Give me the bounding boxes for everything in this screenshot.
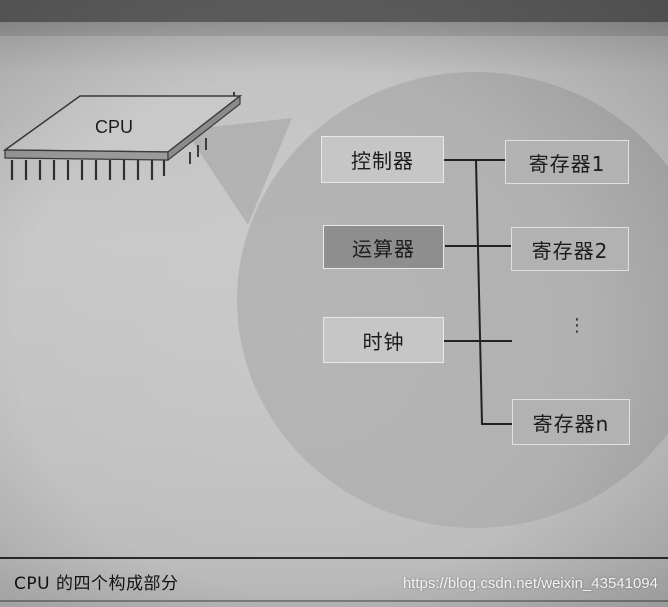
register-2-box: 寄存器2 xyxy=(511,227,629,271)
page-top-shadow xyxy=(0,22,668,36)
cpu-label: CPU xyxy=(95,117,134,137)
callout-wedge xyxy=(185,118,292,225)
main-bus xyxy=(444,159,512,425)
registers-ellipsis: ⋮ xyxy=(568,315,586,336)
alu-box: 运算器 xyxy=(323,225,444,269)
page-top-edge xyxy=(0,0,668,22)
bus-lines xyxy=(444,159,512,425)
figure-caption: CPU 的四个构成部分 xyxy=(14,574,179,594)
watermark-text: https://blog.csdn.net/weixin_43541094 xyxy=(402,575,658,592)
cpu-chip-front xyxy=(4,149,169,161)
controller-box: 控制器 xyxy=(321,136,444,183)
cpu-chip-side xyxy=(167,94,241,162)
chip-pins-front xyxy=(10,160,166,180)
register-1-box: 寄存器1 xyxy=(505,140,629,184)
clock-box: 时钟 xyxy=(323,317,444,363)
register-n-box: 寄存器n xyxy=(512,399,630,445)
